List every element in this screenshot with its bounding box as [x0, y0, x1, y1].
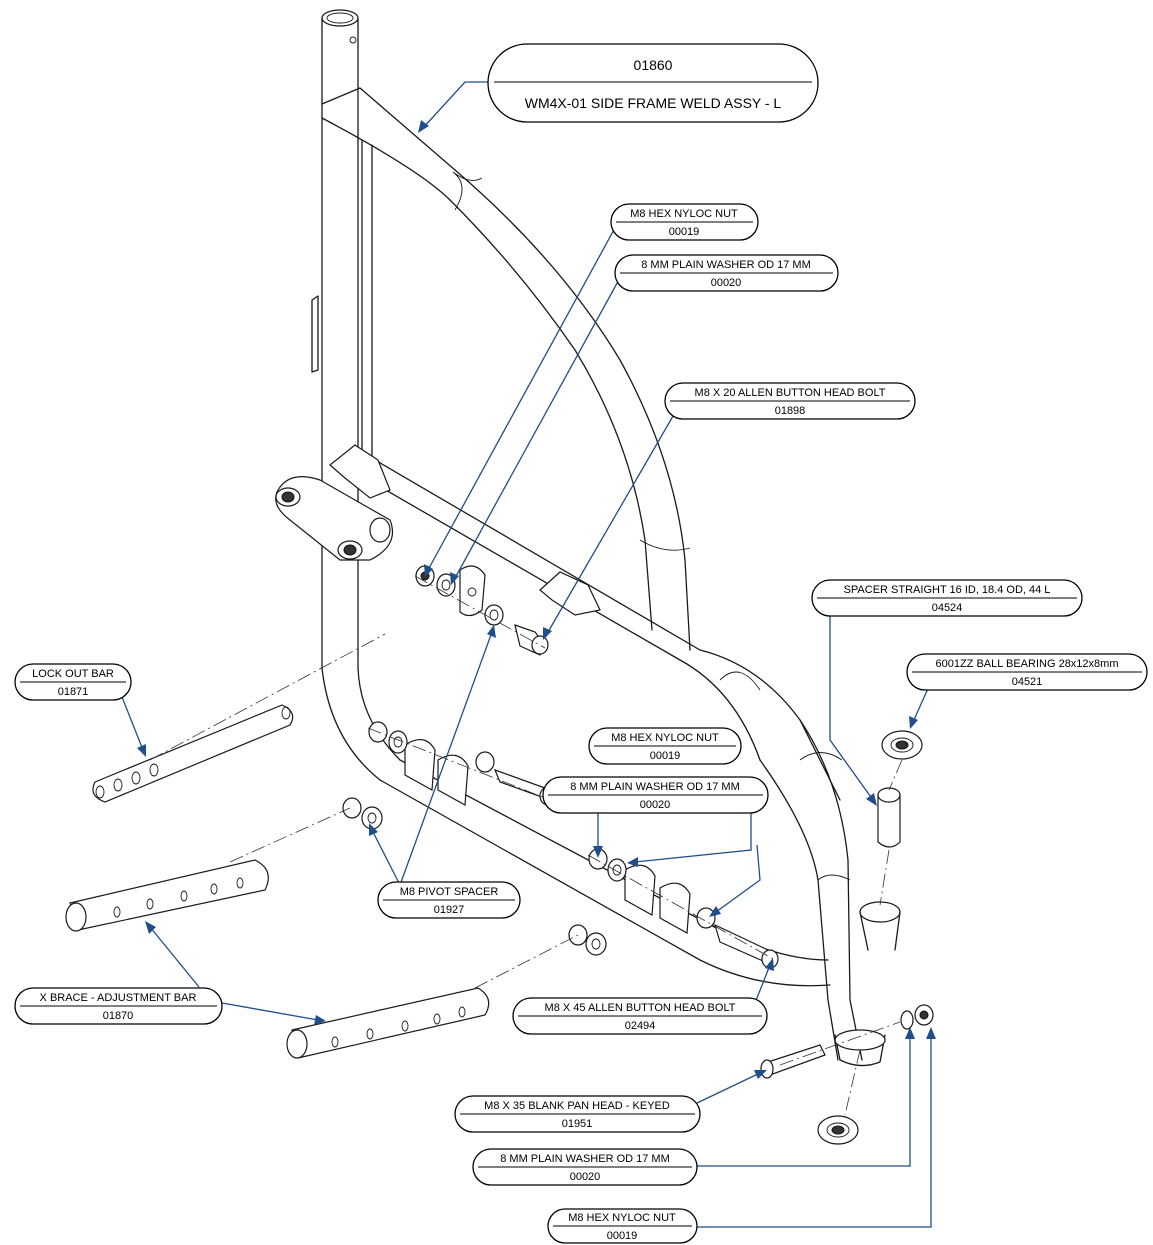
callout-nut-lower-number: 00019 — [607, 1230, 638, 1242]
callout-spacer-straight-number: 04524 — [932, 602, 963, 614]
callout-side-frame-name: WM4X-01 SIDE FRAME WELD ASSY - L — [525, 95, 782, 111]
callout-pan-head-number: 01951 — [562, 1118, 593, 1130]
callout-nut-lower-name: M8 HEX NYLOC NUT — [568, 1212, 676, 1224]
callout-washer-mid-number: 00020 — [640, 799, 671, 811]
callout-washer-upper-name: 8 MM PLAIN WASHER OD 17 MM — [641, 259, 811, 271]
callout-pan-head-name: M8 X 35 BLANK PAN HEAD - KEYED — [484, 1100, 670, 1112]
callout-nut-upper-number: 00019 — [669, 226, 700, 238]
callout-washer-lower: 8 MM PLAIN WASHER OD 17 MM 00020 — [472, 1148, 698, 1186]
callout-pivot-spacer-name: M8 PIVOT SPACER — [400, 886, 499, 898]
callout-bolt-20-name: M8 X 20 ALLEN BUTTON HEAD BOLT — [695, 387, 886, 399]
callout-pan-head: M8 X 35 BLANK PAN HEAD - KEYED 01951 — [454, 1095, 701, 1133]
callout-pivot-spacer: M8 PIVOT SPACER 01927 — [377, 881, 521, 919]
callout-washer-lower-number: 00020 — [570, 1171, 601, 1183]
callout-lock-out-bar-number: 01871 — [58, 686, 89, 698]
bearing-upper-part — [881, 730, 923, 760]
callout-nut-upper: M8 HEX NYLOC NUT 00019 — [610, 203, 759, 241]
spacer-upper-part — [484, 604, 504, 626]
callout-lock-out-bar-name: LOCK OUT BAR — [32, 668, 114, 680]
callout-washer-lower-name: 8 MM PLAIN WASHER OD 17 MM — [500, 1153, 670, 1165]
middle-hardware-right — [568, 848, 779, 969]
pan-head-part — [760, 1044, 826, 1079]
callout-nut-mid: M8 HEX NYLOC NUT 00019 — [588, 727, 742, 765]
callout-nut-lower: M8 HEX NYLOC NUT 00019 — [547, 1208, 698, 1244]
callout-pivot-spacer-number: 01927 — [434, 904, 465, 916]
callout-spacer-straight-name: SPACER STRAIGHT 16 ID, 18.4 OD, 44 L — [844, 584, 1051, 596]
callout-bolt-20-number: 01898 — [775, 405, 806, 417]
callout-x-brace: X BRACE - ADJUSTMENT BAR 01870 — [14, 987, 223, 1025]
callout-washer-upper-number: 00020 — [711, 277, 742, 289]
callout-bearing-number: 04521 — [1012, 676, 1043, 688]
centerlines — [149, 575, 903, 1116]
x-brace-bar-lower-part — [286, 987, 490, 1059]
x-brace-bar-upper-part — [65, 859, 269, 932]
callout-bolt-45-name: M8 X 45 ALLEN BUTTON HEAD BOLT — [545, 1002, 736, 1014]
side-frame-weld-assembly — [275, 9, 901, 1067]
callout-spacer-straight: SPACER STRAIGHT 16 ID, 18.4 OD, 44 L 045… — [811, 579, 1083, 617]
callout-bolt-45-number: 02494 — [625, 1020, 656, 1032]
lock-out-bar-part — [92, 704, 294, 803]
callout-bolt-20: M8 X 20 ALLEN BUTTON HEAD BOLT 01898 — [664, 382, 916, 420]
leader-lines — [119, 81, 936, 1228]
bearing-lower-part — [817, 1115, 859, 1145]
callout-side-frame: 01860 WM4X-01 SIDE FRAME WELD ASSY - L — [487, 43, 819, 123]
nut-lower-part — [914, 1004, 934, 1026]
callout-lock-out-bar: LOCK OUT BAR 01871 — [14, 663, 132, 701]
hardware-parts — [65, 565, 934, 1145]
callout-bolt-45: M8 X 45 ALLEN BUTTON HEAD BOLT 02494 — [512, 997, 768, 1035]
callout-x-brace-name: X BRACE - ADJUSTMENT BAR — [40, 992, 197, 1004]
callout-washer-mid: 8 MM PLAIN WASHER OD 17 MM 00020 — [542, 776, 769, 814]
callout-bearing-name: 6001ZZ BALL BEARING 28x12x8mm — [935, 658, 1118, 670]
callout-x-brace-number: 01870 — [103, 1010, 134, 1022]
callout-nut-mid-number: 00019 — [650, 750, 681, 762]
callout-washer-upper: 8 MM PLAIN WASHER OD 17 MM 00020 — [614, 254, 839, 292]
callout-nut-upper-name: M8 HEX NYLOC NUT — [630, 208, 738, 220]
callout-bearing: 6001ZZ BALL BEARING 28x12x8mm 04521 — [906, 653, 1148, 691]
callout-nut-mid-name: M8 HEX NYLOC NUT — [611, 732, 719, 744]
callout-side-frame-number: 01860 — [634, 57, 673, 73]
spacer-straight-part — [877, 787, 901, 848]
washer-lower-part — [900, 1010, 914, 1030]
callout-washer-mid-name: 8 MM PLAIN WASHER OD 17 MM — [570, 781, 740, 793]
